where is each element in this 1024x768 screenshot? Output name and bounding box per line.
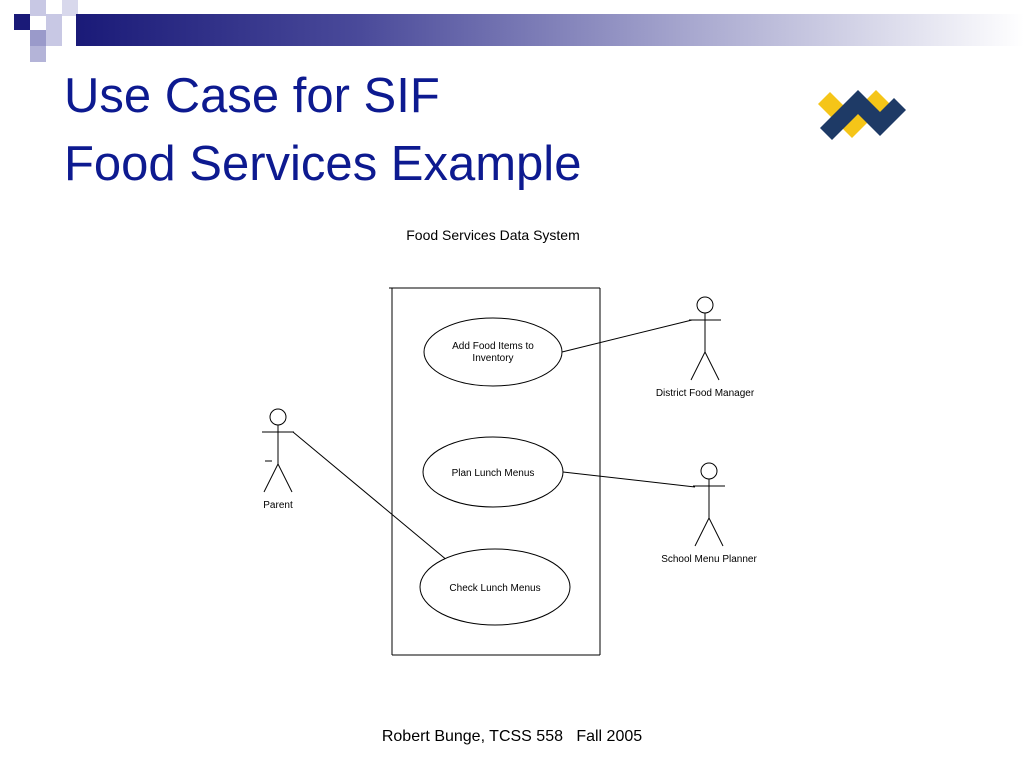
use-case-plan-lunch-menus[interactable]: Plan Lunch Menus <box>422 436 564 508</box>
system-name-label: Food Services Data System <box>406 227 580 243</box>
slide-title-line-1: Use Case for SIF <box>64 69 440 123</box>
association-add-food-items-district-food-manager <box>561 319 693 353</box>
actor-school-menu-planner[interactable]: School Menu Planner <box>661 462 757 565</box>
actor-district-food-manager[interactable]: District Food Manager <box>656 296 755 399</box>
corner-squares-decoration <box>14 0 78 62</box>
slide-title-line-2: Food Services Example <box>64 137 582 191</box>
use-case-check-lunch-menus[interactable]: Check Lunch Menus <box>419 548 571 626</box>
header-gradient-bar <box>76 14 1024 46</box>
actor-district-food-manager-label: District Food Manager <box>656 388 755 399</box>
slide-footer: Robert Bunge, TCSS 558 Fall 2005 <box>381 728 643 745</box>
use-case-add-food-items-label-line-2: Inventory <box>472 353 513 364</box>
sif-logo <box>818 90 906 140</box>
use-case-add-food-items[interactable]: Add Food Items to Inventory <box>423 317 563 387</box>
use-case-check-lunch-menus-label: Check Lunch Menus <box>449 583 540 594</box>
actor-parent-label: Parent <box>263 500 293 511</box>
use-case-plan-lunch-menus-label: Plan Lunch Menus <box>452 468 535 479</box>
association-plan-lunch-menus-school-menu-planner <box>562 471 696 488</box>
actor-school-menu-planner-label: School Menu Planner <box>661 554 757 565</box>
logo-navy-chevron <box>820 90 906 140</box>
actor-parent[interactable]: Parent <box>262 408 294 511</box>
use-case-add-food-items-label-line-1: Add Food Items to <box>452 341 534 352</box>
association-check-lunch-menus-parent <box>292 431 449 562</box>
system-boundary <box>389 287 601 656</box>
